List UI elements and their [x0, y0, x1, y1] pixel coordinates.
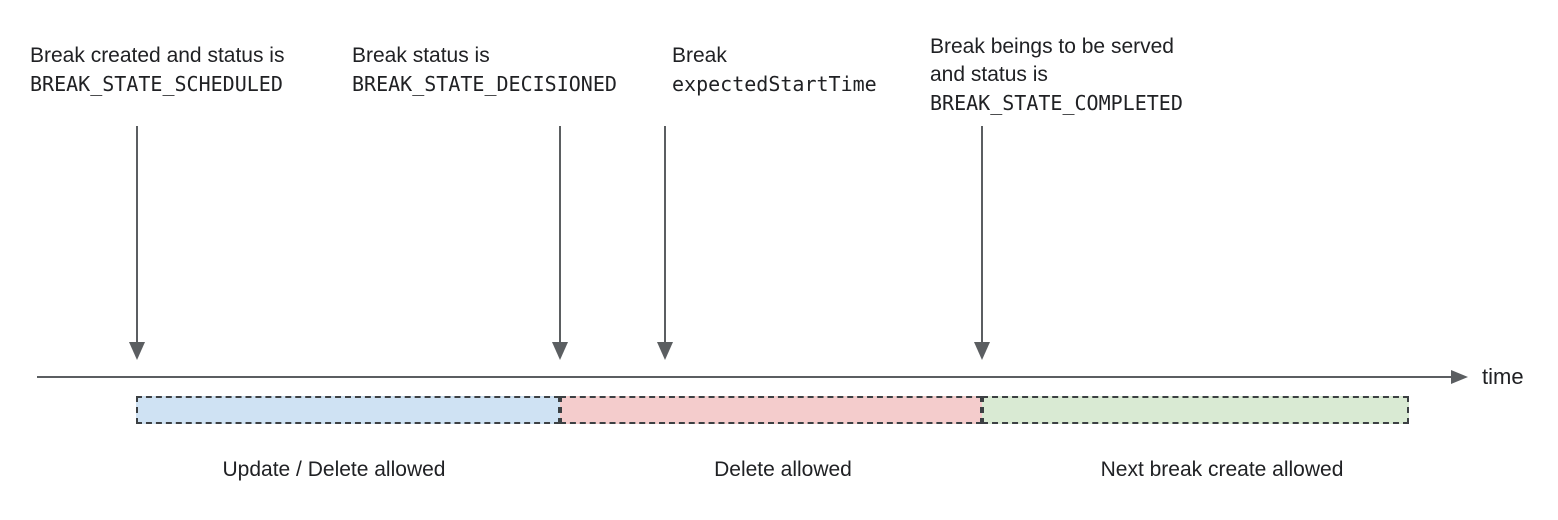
segment-next-break-create-allowed — [982, 396, 1409, 424]
arrow-shaft — [136, 126, 138, 342]
time-axis-label: time — [1482, 364, 1524, 389]
down-arrow-icon — [974, 126, 990, 360]
annotation-text: Break — [672, 44, 727, 67]
down-arrow-icon — [552, 126, 568, 360]
annotation-text: Break status is — [352, 44, 490, 67]
annotation-code: BREAK_STATE_DECISIONED — [352, 72, 617, 96]
segment-update-delete-allowed — [136, 396, 560, 424]
time-axis-line — [37, 376, 1451, 378]
annotation-code: BREAK_STATE_SCHEDULED — [30, 72, 283, 96]
annotation-expected-start-time: Break expectedStartTime — [672, 42, 877, 98]
down-arrow-icon — [129, 126, 145, 360]
arrow-head — [129, 342, 145, 360]
annotation-break-decisioned: Break status is BREAK_STATE_DECISIONED — [352, 42, 617, 98]
arrow-head — [552, 342, 568, 360]
arrow-head — [657, 342, 673, 360]
arrow-shaft — [981, 126, 983, 342]
arrow-head — [974, 342, 990, 360]
annotation-break-created: Break created and status is BREAK_STATE_… — [30, 42, 284, 98]
arrow-shaft — [559, 126, 561, 342]
segment-label-delete: Delete allowed — [714, 458, 852, 481]
down-arrow-icon — [657, 126, 673, 360]
arrow-shaft — [664, 126, 666, 342]
annotation-code: BREAK_STATE_COMPLETED — [930, 91, 1183, 115]
annotation-break-completed: Break beings to be served and status is … — [930, 33, 1183, 117]
segment-label-next-break-create: Next break create allowed — [1100, 458, 1344, 481]
segment-delete-allowed — [560, 396, 982, 424]
segment-label-update-delete: Update / Delete allowed — [222, 458, 446, 481]
annotation-text: Break created and status is — [30, 44, 285, 67]
annotation-text: and status is — [930, 63, 1048, 86]
time-axis-arrowhead-icon — [1451, 370, 1468, 384]
annotation-code: expectedStartTime — [672, 72, 877, 96]
annotation-text: Break beings to be served — [930, 35, 1174, 58]
